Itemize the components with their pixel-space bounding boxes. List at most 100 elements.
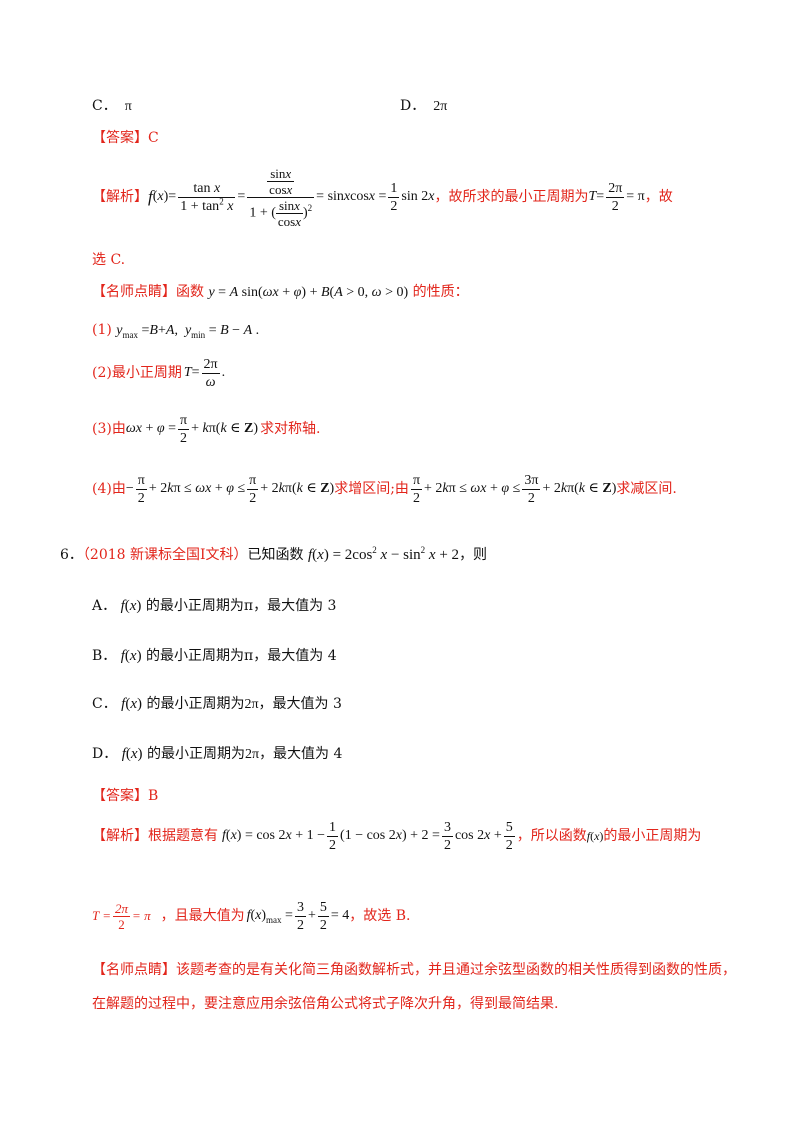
item-mid: 求增区间;由 [334,481,409,497]
formula-eq-4: = 4 [330,908,350,923]
analysis-conclusion: ，故所求的最小正周期为 [434,189,589,205]
formula-dec-mid: + 2kπ ≤ ωx + φ ≤ [424,481,521,496]
formula-paren: ( [152,189,158,204]
formula-plus: + [307,908,316,923]
option-label: B． [92,648,117,664]
formula-axis-tail: + kπ(k ∈ Z) [191,421,259,436]
option-label: D． [92,746,118,762]
item-number: (3) [92,421,112,437]
formula-question: f(x) = 2cos2 x − sin2 x + 2 [307,545,460,564]
analysis-line2-text: 选 C. [92,252,126,268]
question-source: （2018 新课标全国Ⅰ文科） [82,547,248,563]
item-number: (1) [92,322,112,338]
formula-inc-tail: + 2kπ(k ∈ Z) [260,481,335,496]
option-c[interactable]: C． f(x) 的最小正周期为2π，最大值为 3 [92,694,342,715]
item-number: (2) [92,365,112,381]
analysis-mid: ，所以函数 [516,828,587,844]
option-label: D． [400,98,426,114]
option-d-row: D． 2π [400,96,447,117]
analysis-label: 【解析】 [92,189,148,205]
analysis-tail: ，故 [644,189,673,205]
formula-eq: = [237,189,246,204]
formula-fx: f(x) [120,598,142,614]
tip-text: 在解题的过程中，要注意应用余弦倍角公式将式子降次升角，得到最简结果. [92,996,559,1012]
option-text: 的最小正周期为π，最大值为 4 [146,648,337,664]
question-stem-tail: ，则 [459,547,488,563]
formula-fx: f(x) [121,746,143,762]
formula-T-red: T = [92,908,112,923]
item-pre: 由 [111,481,126,497]
formula-minus: − [125,481,134,496]
tip-2-line-1: 【名师点睛】该题考查的是有关化简三角函数解析式，并且通过余弦型函数的相关性质得到… [92,960,736,980]
formula-eq-pi: = π [626,189,645,204]
formula-general: y = A sin(ωx + φ) + B(A > 0, ω > 0) [208,285,409,300]
formula-dec-tail: + 2kπ(k ∈ Z) [542,481,617,496]
formula-var: x [157,189,164,204]
formula-inc-mid: + 2kπ ≤ ωx + φ ≤ [148,481,246,496]
tip-text: 该题考查的是有关化简三角函数解析式，并且通过余弦型函数的相关性质得到函数的性质， [176,962,736,978]
analysis-line-2: 选 C. [92,250,125,270]
analysis-intro: 根据题意有 [148,828,218,844]
answer-label: 【答案】 [92,130,148,146]
analysis-tail: 的最小正周期为 [603,828,702,844]
formula-period: . [221,365,226,380]
option-c-row: C． π [92,96,132,117]
option-text: ，最大值为 4 [259,746,343,762]
tip-intro-text: 函数 [176,284,204,300]
formula-eq: = [596,189,605,204]
option-label: C． [92,98,117,114]
option-text: 的最小正周期为π，最大值为 3 [145,598,337,614]
tip-label: 【名师点睛】 [92,284,176,300]
tip-intro-tail: 的性质： [412,284,469,300]
item-text: 最小正周期 [111,365,182,381]
option-value: π [124,99,132,114]
tip-label: 【名师点睛】 [92,962,176,978]
analysis-label: 【解析】 [92,828,148,844]
formula-sin2x: sin 2x [401,189,435,204]
option-d[interactable]: D． f(x) 的最小正周期为2π，最大值为 4 [92,744,342,765]
formula-simplify: f(x) = cos 2x + 1 − [222,828,326,843]
option-value: 2π [433,99,448,114]
formula-2pi: 2π [244,697,259,712]
formula-axis: ωx + φ = [125,421,177,436]
formula-T: T [588,189,597,204]
tip-item-1: (1) ymax =B+A, ymin = B − A . [92,320,259,341]
formula-eq: )= [163,189,177,204]
analysis-line2-tail: ，故选 B. [349,908,411,924]
formula-2pi: 2π [244,747,260,762]
analysis-line2-mid: ，且最大值为 [160,908,245,924]
tip-2-line-2: 在解题的过程中，要注意应用余弦倍角公式将式子降次升角，得到最简结果. [92,994,558,1014]
option-text: 的最小正周期为 [146,746,245,762]
formula-fx: f [148,187,153,206]
answer-value: C [148,130,159,146]
option-text: 的最小正周期为 [146,696,245,712]
formula-fmax: f(x)max = [246,908,293,925]
option-b[interactable]: B． f(x) 的最小正周期为π，最大值为 4 [92,646,337,666]
option-a[interactable]: A． f(x) 的最小正周期为π，最大值为 3 [92,596,336,616]
answer-label: 【答案】 [92,788,148,804]
formula-simplify-mid: (1 − cos 2x) + 2 = [340,828,440,843]
item-pre: 由 [111,421,126,437]
formula-fx-small: f(x) [586,829,604,843]
formula-eq-pi-red: = π [132,908,151,923]
formula-simplify-cos: cos 2x + [454,828,502,843]
formula-fx: f(x) [120,648,142,664]
